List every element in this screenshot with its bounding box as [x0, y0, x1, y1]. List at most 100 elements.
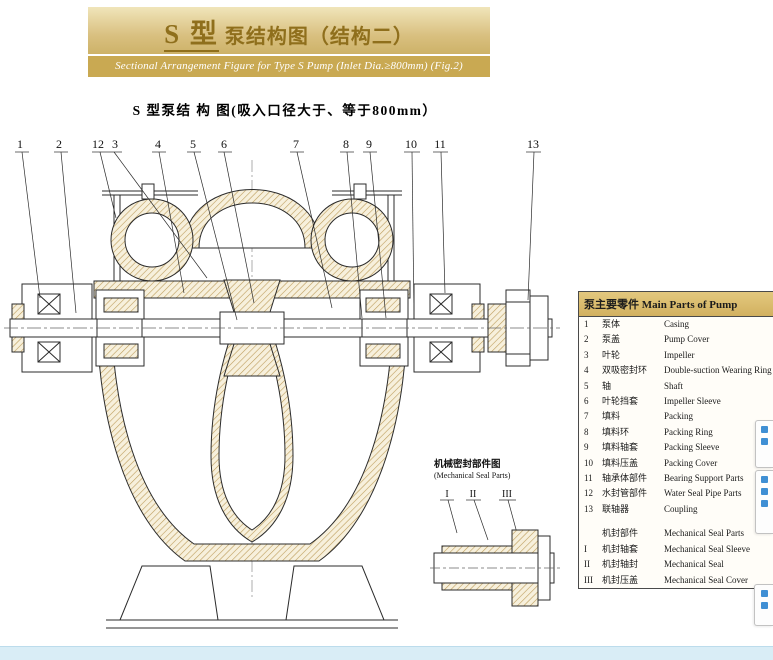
part-name-en: Shaft — [664, 380, 683, 391]
part-name-cn: 联轴器 — [602, 503, 630, 514]
inset-callout-III: III — [502, 489, 512, 500]
figure-title: S 型泵结 构 图(吸入口径大于、等于800mm） — [132, 103, 438, 118]
pump-drawing-svg: 1 2 12 3 4 5 6 7 8 9 10 11 13 机械密封部件图 (M… — [4, 137, 560, 629]
part-name-cn: 叶轮挡套 — [602, 396, 639, 407]
inset-drawing — [430, 529, 560, 607]
table-row-seal-header: 机封部件 Mechanical Seal Parts — [579, 526, 773, 541]
part-name-cn: 机封轴封 — [602, 559, 639, 570]
part-name-en: Packing Ring — [664, 426, 713, 437]
table-row: I 机封轴套 Mechanical Seal Sleeve — [579, 542, 773, 557]
part-number: 8 — [584, 426, 589, 437]
table-row: 8 填料环 Packing Ring — [579, 425, 773, 440]
part-number — [584, 526, 602, 541]
part-number: 7 — [584, 411, 589, 422]
widget-icon — [761, 476, 768, 483]
parts-table: 泵主要零件 Main Parts of Pump 1 泵体 Casing 2 泵… — [578, 291, 773, 589]
part-name-en: Impeller — [664, 349, 695, 360]
widget-icon — [761, 488, 768, 495]
part-name-en: Mechanical Seal Sleeve — [664, 543, 750, 554]
callout-leader-lines — [15, 151, 541, 321]
part-name-en: Double-suction Wearing Ring — [664, 365, 772, 376]
table-row: 4 双吸密封环 Double-suction Wearing Ring — [579, 363, 773, 378]
callout-13: 13 — [527, 137, 539, 151]
part-name-cn: 填料环 — [602, 426, 630, 437]
callout-11: 11 — [434, 137, 446, 151]
part-number: 12 — [584, 488, 593, 499]
inset-leader-lines — [440, 499, 518, 541]
rolling-bearings — [37, 293, 453, 363]
widget-icon — [760, 602, 768, 609]
callout-1: 1 — [17, 137, 23, 151]
part-name-cn: 轴 — [602, 380, 612, 391]
table-row: 10 填料压盖 Packing Cover — [579, 456, 773, 471]
banner-title-suffix: 泵结构图（结构二） — [218, 26, 414, 48]
inset-label-cn: 机械密封部件图 — [434, 458, 501, 470]
table-row: 3 叶轮 Impeller — [579, 348, 773, 363]
part-number: II — [584, 559, 590, 570]
part-number: 5 — [584, 380, 589, 391]
part-name-cn: 填料压盖 — [602, 457, 639, 468]
part-name-cn: 机封部件 — [602, 528, 639, 539]
callout-numbers: 1 2 12 3 4 5 6 7 8 9 10 11 13 — [17, 137, 539, 151]
part-number: 10 — [584, 457, 593, 468]
parts-table-header: 泵主要零件 Main Parts of Pump — [579, 292, 773, 317]
part-name-en: Water Seal Pipe Parts — [664, 488, 742, 499]
inset-callout-I: I — [445, 489, 448, 500]
bottom-bar — [0, 646, 773, 660]
floating-widget-1[interactable] — [755, 420, 773, 468]
casing-dome — [183, 189, 321, 249]
part-number: 2 — [584, 334, 589, 345]
pump-feet — [106, 565, 398, 629]
callout-2: 2 — [56, 137, 62, 151]
part-name-cn: 泵盖 — [602, 334, 621, 345]
part-name-cn: 叶轮 — [602, 349, 621, 360]
mechanical-seal-inset: 机械密封部件图 (Mechanical Seal Parts) I II III — [430, 458, 560, 607]
floating-widget-3[interactable] — [754, 584, 773, 626]
table-row: 2 泵盖 Pump Cover — [579, 332, 773, 347]
callout-7: 7 — [293, 137, 299, 151]
part-number: 11 — [584, 473, 593, 484]
table-row: 1 泵体 Casing — [579, 317, 773, 332]
part-name-en: Coupling — [664, 503, 698, 514]
table-row: 6 叶轮挡套 Impeller Sleeve — [579, 394, 773, 409]
callout-9: 9 — [366, 137, 372, 151]
part-number: III — [584, 574, 593, 585]
impeller — [219, 279, 285, 377]
table-row: 7 填料 Packing — [579, 409, 773, 424]
inset-callout-numbers: I II III — [445, 489, 512, 500]
callout-5: 5 — [190, 137, 196, 151]
part-number: 4 — [584, 365, 589, 376]
part-name-cn: 双吸密封环 — [602, 365, 648, 376]
part-number: 13 — [584, 503, 593, 514]
part-name-en: Mechanical Seal — [664, 559, 724, 570]
table-row: 12 水封管部件 Water Seal Pipe Parts — [579, 486, 773, 501]
part-name-cn: 填料轴套 — [602, 442, 639, 453]
floating-widget-2[interactable] — [755, 470, 773, 534]
inset-callout-II: II — [470, 489, 477, 500]
table-row: II 机封轴封 Mechanical Seal — [579, 557, 773, 572]
part-name-en: Packing Cover — [664, 457, 718, 468]
part-name-en: Mechanical Seal Parts — [664, 528, 744, 539]
part-number: I — [584, 543, 587, 554]
part-number: 9 — [584, 442, 589, 453]
banner-subtitle: Sectional Arrangement Figure for Type S … — [88, 54, 490, 77]
part-name-en: Packing — [664, 411, 693, 422]
part-name-cn: 水封管部件 — [602, 488, 648, 499]
part-name-en: Packing Sleeve — [664, 442, 720, 453]
table-row: 11 轴承体部件 Bearing Support Parts — [579, 471, 773, 486]
widget-icon — [761, 426, 768, 433]
widget-icon — [760, 590, 768, 597]
part-name-en: Impeller Sleeve — [664, 396, 721, 407]
part-name-en: Mechanical Seal Cover — [664, 574, 748, 585]
banner-title-prefix: S 型 — [164, 19, 219, 52]
widget-icon — [761, 438, 768, 445]
table-row: 13 联轴器 Coupling — [579, 502, 773, 517]
part-name-cn: 机封压盖 — [602, 574, 639, 585]
callout-12: 12 — [92, 137, 104, 151]
part-number: 3 — [584, 349, 589, 360]
table-spacer — [579, 517, 773, 526]
title-banner: S 型 泵结构图（结构二） Sectional Arrangement Figu… — [88, 7, 490, 77]
callout-8: 8 — [343, 137, 349, 151]
part-number: 1 — [584, 319, 589, 329]
part-name-cn: 机封轴套 — [602, 543, 639, 554]
